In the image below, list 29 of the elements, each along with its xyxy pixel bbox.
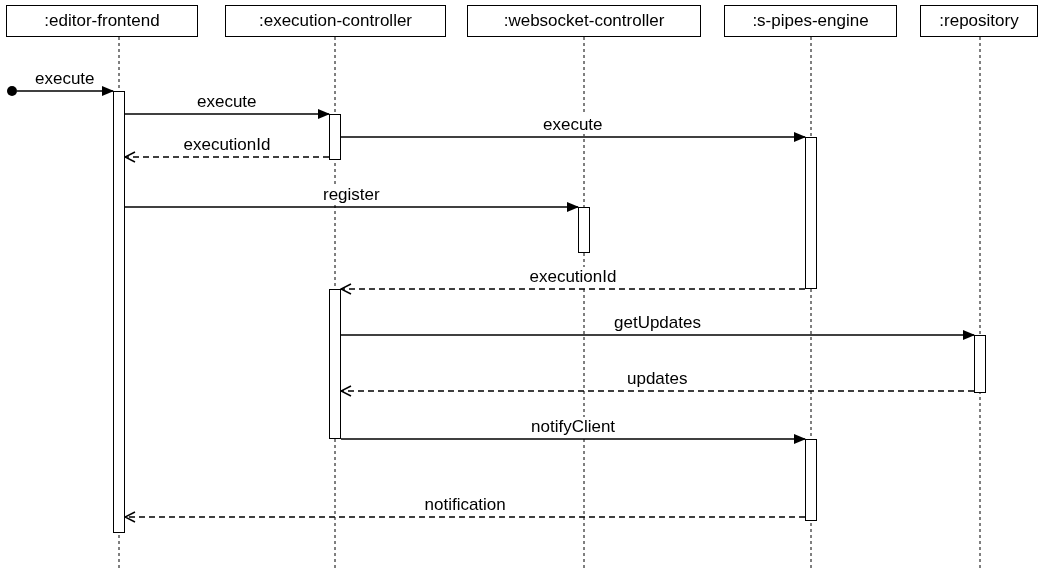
arrow	[340, 132, 806, 142]
edge-label: notifyClient	[529, 417, 618, 436]
activation-bar	[974, 335, 986, 393]
activation-bar	[113, 91, 125, 533]
edge-label: execute	[541, 115, 605, 134]
participant-box: :s-pipes-engine	[724, 5, 897, 37]
start-dot	[7, 86, 17, 96]
activation-bar	[329, 114, 341, 160]
dashed-arrow	[124, 151, 330, 163]
dashed-arrow	[340, 283, 806, 295]
activation-bar	[805, 137, 817, 289]
activation-bar	[329, 289, 341, 439]
arrow	[340, 434, 806, 444]
arrow	[124, 202, 579, 212]
edge-label: executionId	[527, 267, 619, 286]
dashed-arrow	[340, 385, 975, 397]
participant-box: :execution-controller	[225, 5, 446, 37]
participant-box: :editor-frontend	[6, 5, 198, 37]
edge-label: getUpdates	[612, 313, 703, 332]
activation-bar	[805, 439, 817, 521]
arrow	[16, 86, 114, 96]
edge-label: updates	[625, 369, 690, 388]
dashed-arrow	[124, 511, 806, 523]
participant-box: :repository	[920, 5, 1038, 37]
edge-label: register	[321, 185, 382, 204]
participant-box: :websocket-controller	[467, 5, 701, 37]
arrow	[124, 109, 330, 119]
activation-bar	[578, 207, 590, 253]
arrow	[340, 330, 975, 340]
